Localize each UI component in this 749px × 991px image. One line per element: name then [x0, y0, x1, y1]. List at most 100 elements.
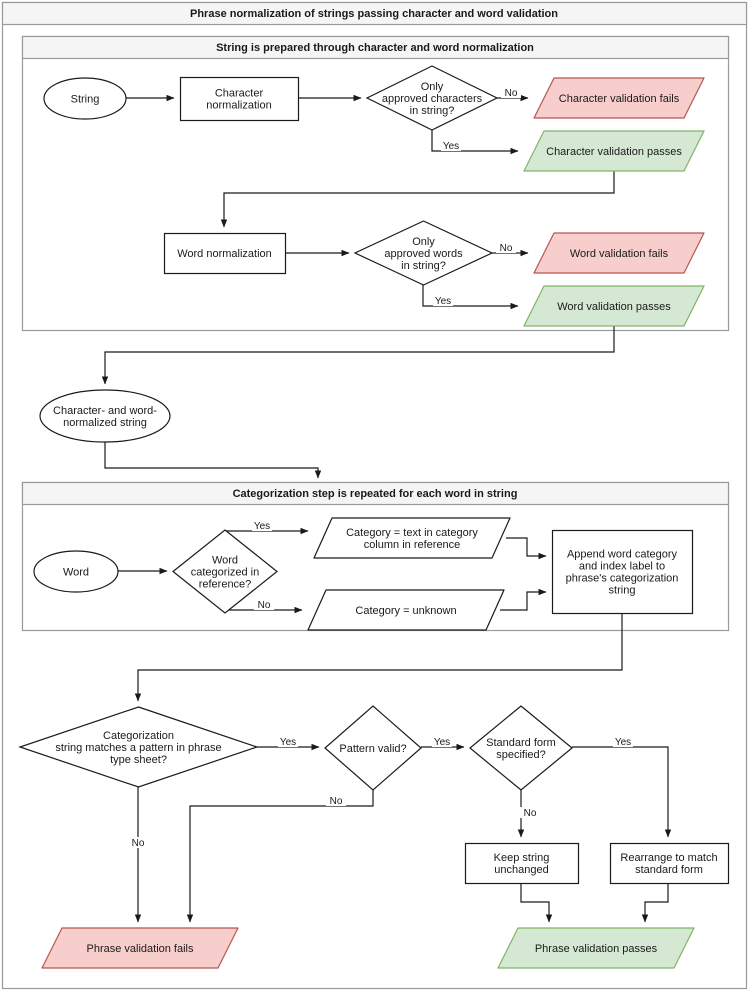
- edge-path: [572, 746, 672, 838]
- edge-label-bg: [252, 520, 272, 531]
- node-label-line: Keep string: [494, 852, 550, 864]
- node-word-validation-fails[interactable]: Word validation fails: [533, 232, 705, 274]
- e-wordpass-to-normstring: [101, 326, 615, 385]
- edge-label-bg: [613, 736, 633, 747]
- node-label-line: Phrase validation passes: [535, 943, 658, 955]
- node-phrase-validation-fails[interactable]: Phrase validation fails: [41, 927, 239, 969]
- edge-label-text: No: [258, 600, 271, 611]
- node-label-line: reference?: [199, 579, 252, 591]
- edge-label-bg: [326, 795, 346, 806]
- node-shape-parallelogram: [41, 927, 239, 969]
- e-pattern-no: No: [186, 790, 374, 923]
- e-standard-no: No: [517, 790, 540, 838]
- node-normalized-string[interactable]: Character- and word-normalized string: [39, 389, 171, 443]
- edge-path: [500, 588, 547, 611]
- node-label-line: Character- and word-: [53, 405, 157, 417]
- node-shape-rect: [609, 842, 730, 885]
- node-word-validation-passes[interactable]: Word validation passes: [523, 285, 705, 327]
- edge-label-text: No: [132, 838, 145, 849]
- node-label-line: Only: [412, 236, 435, 248]
- node-word-normalization[interactable]: Word normalization: [163, 232, 287, 275]
- node-shape-diamond: [172, 529, 278, 614]
- edge-path: [101, 326, 615, 385]
- edge-path: [422, 285, 519, 310]
- node-label-line: unchanged: [494, 864, 548, 876]
- node-string-start[interactable]: String: [43, 77, 127, 120]
- node-label-line: type sheet?: [110, 754, 167, 766]
- e-chardiamond-yes: Yes: [431, 130, 519, 155]
- node-label-line: categorized in: [191, 567, 260, 579]
- node-phrase-validation-passes[interactable]: Phrase validation passes: [497, 927, 695, 969]
- node-category-unknown[interactable]: Category = unknown: [307, 589, 505, 631]
- edge-label-bg: [254, 599, 274, 610]
- node-label-line: in string?: [401, 260, 446, 272]
- node-label-line: String: [71, 94, 100, 106]
- node-word-start[interactable]: Word: [33, 550, 119, 593]
- e-worddiamond-no: No: [492, 242, 529, 257]
- node-label-line: Category = text in category: [346, 527, 478, 539]
- edge-label-bg: [433, 295, 453, 306]
- node-label-line: Word validation passes: [557, 301, 671, 313]
- edge-label-bg: [128, 837, 148, 848]
- edge-label-text: No: [500, 243, 513, 254]
- node-label-line: Only: [421, 81, 444, 93]
- node-shape-diamond: [365, 65, 499, 131]
- edge-label-bg: [432, 736, 452, 747]
- page-title: Phrase normalization of strings passing …: [190, 8, 558, 20]
- e-charpass-to-wordnorm: [220, 171, 615, 228]
- node-character-validation-passes[interactable]: Character validation passes: [523, 130, 705, 172]
- edge-label-text: Yes: [434, 737, 450, 748]
- edge-path: [220, 171, 615, 228]
- edge-label-bg: [496, 242, 516, 253]
- node-label-line: Category = unknown: [355, 605, 456, 617]
- e-chardiamond-no: No: [497, 87, 529, 102]
- e-keep-to-pass: [520, 883, 553, 923]
- e-worddiamond-yes: Yes: [422, 285, 519, 310]
- node-label-line: Word normalization: [177, 248, 272, 260]
- node-shape-diamond: [353, 220, 494, 286]
- group-title-label: String is prepared through character and…: [216, 42, 534, 54]
- e-catref-to-append: [506, 537, 547, 560]
- node-label-line: Phrase validation fails: [86, 943, 194, 955]
- node-label-line: and index label to: [579, 561, 665, 573]
- e-match-yes: Yes: [257, 736, 320, 751]
- group-header: [21, 35, 730, 60]
- node-pattern-valid[interactable]: Pattern valid?: [324, 705, 422, 791]
- node-shape-parallelogram: [533, 232, 705, 274]
- node-shape-diamond: [324, 705, 422, 791]
- e-normstring-to-categroup: [104, 442, 322, 479]
- node-shape-diamond: [18, 706, 259, 788]
- node-label-line: approved words: [384, 248, 463, 260]
- edge-label-bg: [501, 87, 521, 98]
- node-label-line: Standard form: [486, 737, 556, 749]
- edge-path: [506, 537, 547, 560]
- node-shape-rect: [551, 529, 694, 615]
- edge-label-text: Yes: [435, 296, 451, 307]
- edge-label-text: No: [330, 796, 343, 807]
- edge-label-text: Yes: [280, 737, 296, 748]
- node-label-line: specified?: [496, 749, 546, 761]
- node-label-line: Word: [212, 555, 238, 567]
- node-shape-rect: [163, 232, 287, 275]
- node-label-line: in string?: [410, 105, 455, 117]
- edge-label-bg: [520, 807, 540, 818]
- edge-path: [641, 883, 669, 923]
- node-label-line: Categorization: [103, 730, 174, 742]
- node-label-line: string matches a pattern in phrase: [55, 742, 221, 754]
- node-label-line: Append word category: [567, 549, 678, 561]
- group-title-label: Categorization step is repeated for each…: [233, 488, 518, 500]
- node-character-validation-fails[interactable]: Character validation fails: [533, 77, 705, 119]
- node-label-line: column in reference: [364, 539, 461, 551]
